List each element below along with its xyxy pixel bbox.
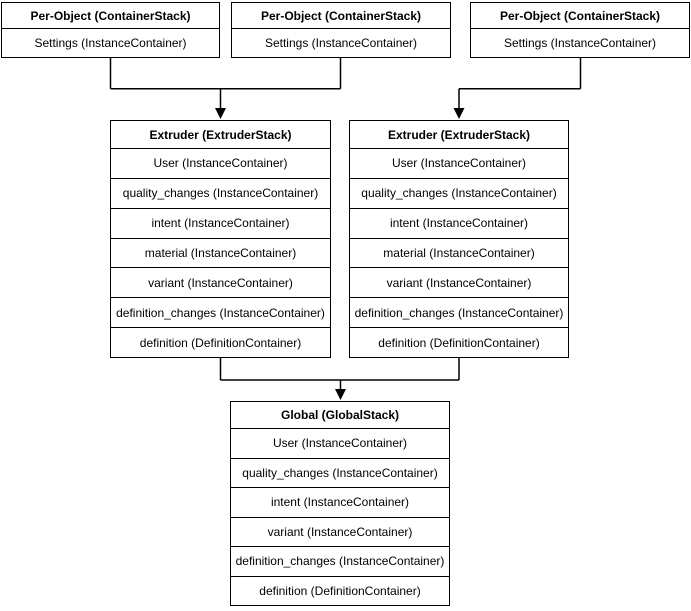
- container-row-material: material (InstanceContainer): [111, 239, 330, 269]
- per-object-stack-box-3: Per-Object (ContainerStack) Settings (In…: [470, 2, 690, 58]
- container-row-definition-changes: definition_changes (InstanceContainer): [111, 298, 330, 329]
- container-row-definition: definition (DefinitionContainer): [259, 583, 421, 598]
- container-row-definition: definition (DefinitionContainer): [378, 335, 540, 350]
- connector-per-objects-to-extruder-1: [109, 58, 342, 119]
- global-stack-title: Global (GlobalStack): [231, 402, 449, 429]
- container-row-user: User (InstanceContainer): [350, 149, 568, 179]
- per-object-stack-title: Per-Object (ContainerStack): [471, 3, 689, 29]
- connector-extruders-to-global: [219, 358, 460, 400]
- global-stack-box: Global (GlobalStack) User (InstanceConta…: [230, 401, 450, 606]
- container-row-variant: variant (InstanceContainer): [231, 518, 449, 547]
- container-row-intent: intent (InstanceContainer): [111, 209, 330, 239]
- arrowhead-down: [215, 108, 226, 119]
- container-row-variant: variant (InstanceContainer): [350, 268, 568, 299]
- per-object-stack-title: Per-Object (ContainerStack): [2, 3, 219, 29]
- container-row-definition-changes: definition_changes (InstanceContainer): [350, 298, 568, 329]
- container-row-intent: intent (InstanceContainer): [350, 209, 568, 239]
- container-row-settings: Settings (InstanceContainer): [264, 36, 418, 50]
- connector-per-object-to-extruder-2: [453, 58, 582, 119]
- container-row-settings: Settings (InstanceContainer): [34, 36, 187, 50]
- container-row-definition: definition (DefinitionContainer): [139, 335, 302, 350]
- extruder-stack-box-2: Extruder (ExtruderStack) User (InstanceC…: [349, 120, 569, 358]
- arrowhead-down: [335, 389, 346, 400]
- container-row-variant: variant (InstanceContainer): [111, 268, 330, 299]
- container-row-quality-changes: quality_changes (InstanceContainer): [350, 179, 568, 209]
- extruder-stack-title: Extruder (ExtruderStack): [350, 121, 568, 149]
- arrowhead-down: [453, 108, 465, 119]
- extruder-stack-title: Extruder (ExtruderStack): [111, 121, 330, 149]
- per-object-stack-box-2: Per-Object (ContainerStack) Settings (In…: [231, 2, 451, 58]
- container-row-quality-changes: quality_changes (InstanceContainer): [111, 179, 330, 209]
- extruder-stack-box-1: Extruder (ExtruderStack) User (InstanceC…: [110, 120, 331, 358]
- per-object-stack-title: Per-Object (ContainerStack): [232, 3, 450, 29]
- container-row-quality-changes: quality_changes (InstanceContainer): [231, 459, 449, 488]
- container-row-settings: Settings (InstanceContainer): [503, 36, 657, 50]
- container-row-definition-changes: definition_changes (InstanceContainer): [231, 547, 449, 577]
- container-row-material: material (InstanceContainer): [350, 239, 568, 269]
- per-object-stack-box-1: Per-Object (ContainerStack) Settings (In…: [1, 2, 220, 58]
- container-row-user: User (InstanceContainer): [111, 149, 330, 179]
- container-row-intent: intent (InstanceContainer): [231, 488, 449, 518]
- container-row-user: User (InstanceContainer): [231, 429, 449, 459]
